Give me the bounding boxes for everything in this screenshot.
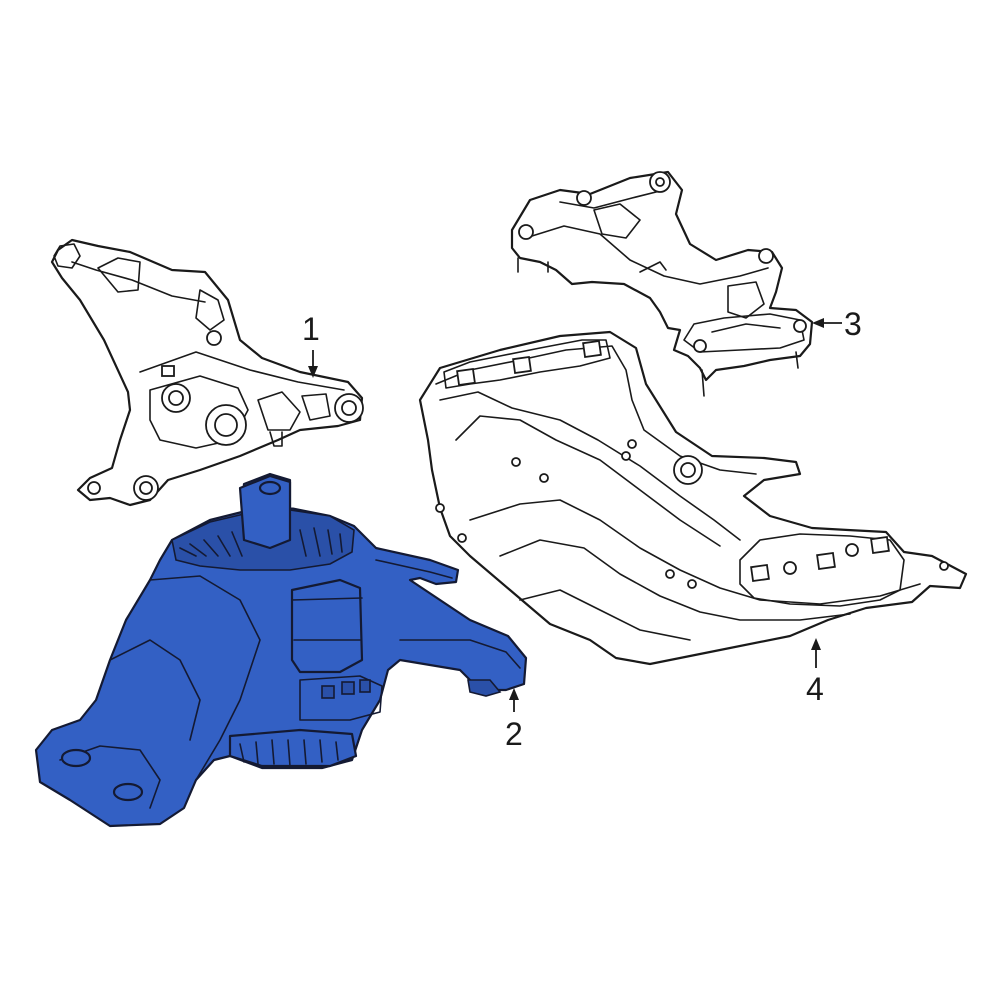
arrowhead-3 xyxy=(812,318,824,328)
part-1-bracket[interactable] xyxy=(50,238,364,507)
callout-4: 4 xyxy=(806,638,824,707)
callout-2: 2 xyxy=(505,688,523,752)
part-3-rear-mount[interactable] xyxy=(510,170,814,397)
part-2-engine-mount[interactable] xyxy=(34,472,528,828)
callout-label-1: 1 xyxy=(302,311,320,347)
callout-label-4: 4 xyxy=(806,671,824,707)
callout-label-2: 2 xyxy=(505,716,523,752)
callout-1: 1 xyxy=(302,311,320,378)
callout-3: 3 xyxy=(812,306,862,342)
arrowhead-2 xyxy=(509,688,519,700)
part-4-crossmember[interactable] xyxy=(418,330,968,666)
arrowhead-4 xyxy=(811,638,821,650)
callout-label-3: 3 xyxy=(844,306,862,342)
arrowhead-1 xyxy=(308,366,318,378)
